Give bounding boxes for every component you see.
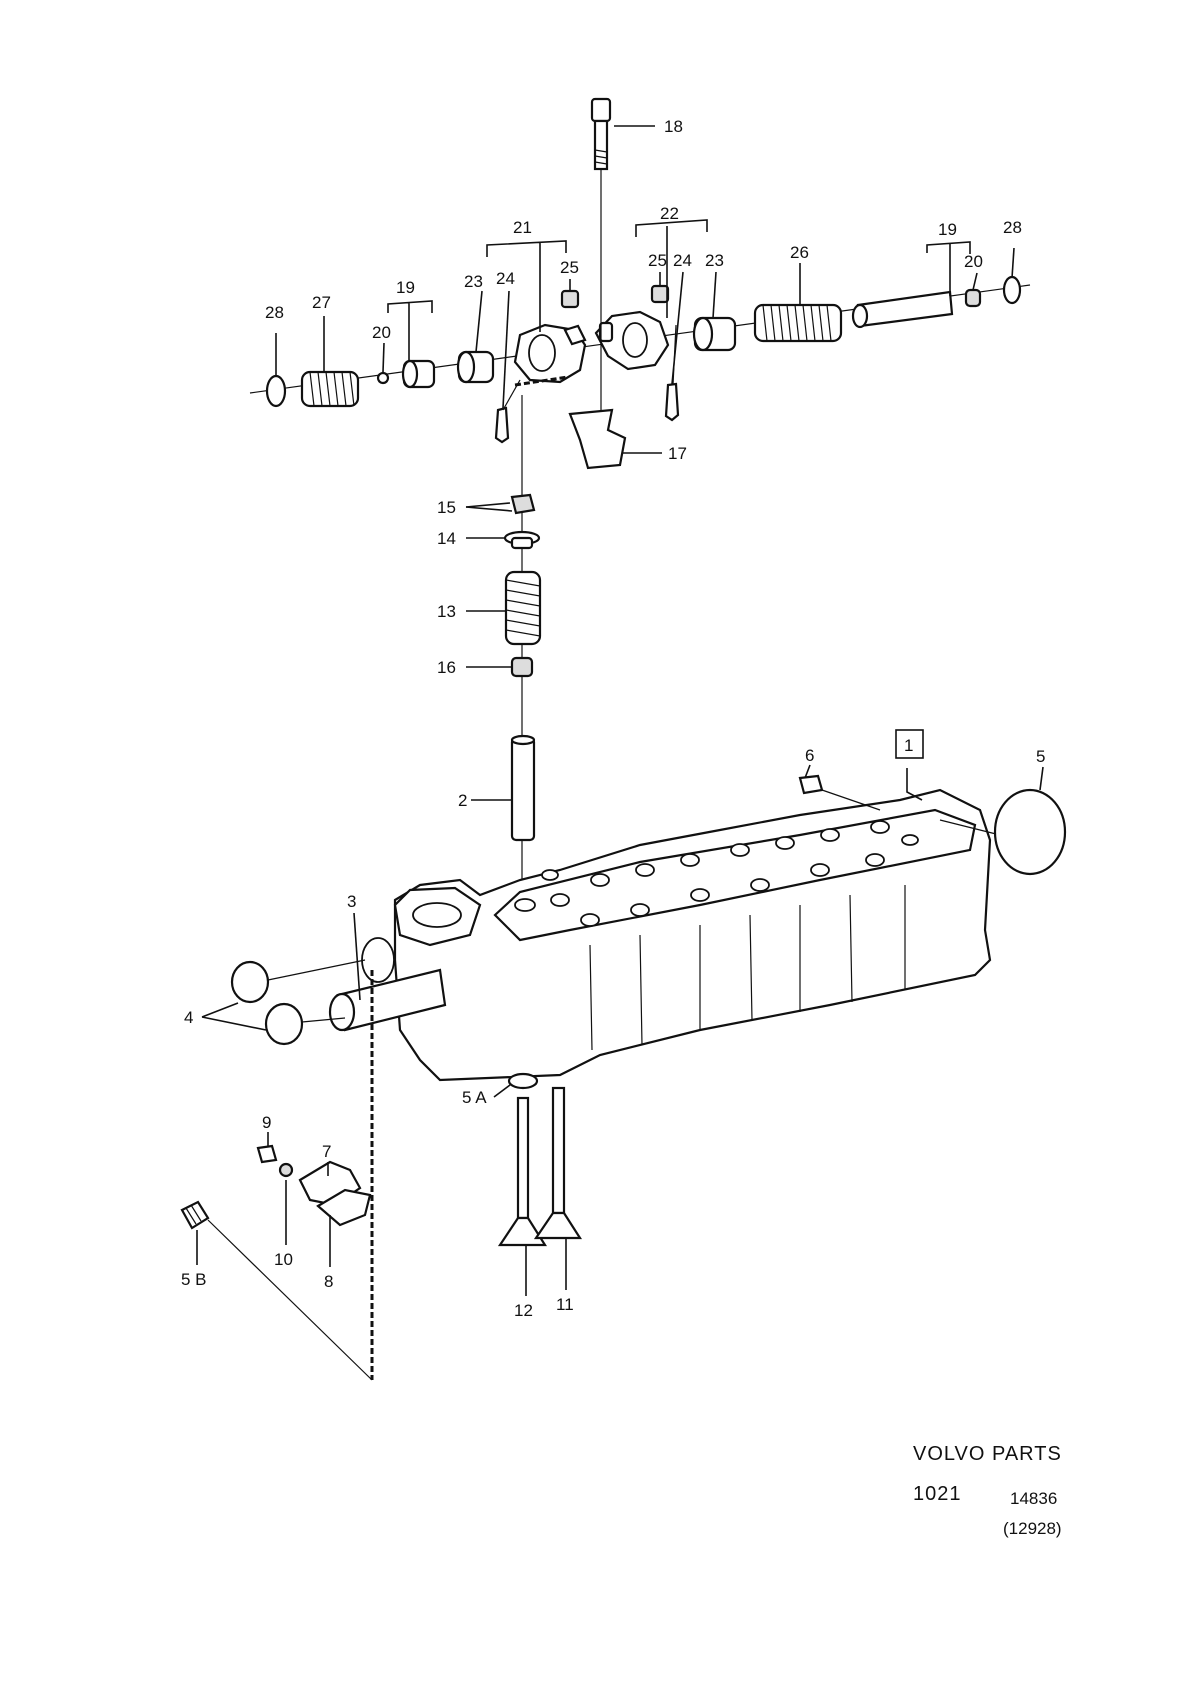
valve-seal-part-16 <box>510 656 534 678</box>
callout-17: 17 <box>668 444 687 463</box>
head-bolt-holes <box>514 820 919 927</box>
washer-part-28-left <box>265 374 287 408</box>
callout-28-left: 28 <box>265 303 284 322</box>
valve-part-11 <box>533 1086 583 1240</box>
callout-labels: 18 21 22 19 28 25 25 24 23 26 20 28 27 1… <box>181 117 1045 1320</box>
footer-block: VOLVO PARTS 1021 14836 (12928) <box>913 1443 1062 1538</box>
callout-20-right: 20 <box>964 252 983 271</box>
callout-1: 1 <box>904 736 913 755</box>
collets-part-15 <box>510 493 536 515</box>
callout-6: 6 <box>805 746 814 765</box>
cylinder-head-part-1 <box>328 788 1001 1082</box>
callout-5A: 5 A <box>462 1088 487 1107</box>
callout-19-left: 19 <box>396 278 415 297</box>
callout-3: 3 <box>347 892 356 911</box>
spacer-part-20-left <box>376 371 390 385</box>
washer-part-28-right <box>1002 275 1022 305</box>
bushing-part-23-right <box>692 316 737 352</box>
footer-group: 1021 <box>913 1483 962 1505</box>
callout-5B: 5 B <box>181 1270 207 1289</box>
callout-24-right: 24 <box>673 251 692 270</box>
callout-16: 16 <box>437 658 456 677</box>
water-outlet-part-3 <box>328 937 447 1032</box>
footer-brand: VOLVO PARTS <box>913 1443 1062 1465</box>
bushing-part-23-left <box>456 350 495 384</box>
callout-11: 11 <box>556 1295 574 1314</box>
threaded-plug-part-5B <box>180 1200 210 1230</box>
callout-26: 26 <box>790 243 809 262</box>
core-plug-part-5 <box>993 788 1067 876</box>
spacer-part-20-right <box>964 288 982 308</box>
core-plug-part-4-lower <box>264 1002 304 1046</box>
rocker-support-part-17 <box>568 408 627 470</box>
nut-part-25-left <box>560 289 580 309</box>
spring-part-26 <box>753 303 843 343</box>
callout-24-left: 24 <box>496 269 515 288</box>
seal-ring-part-5A <box>507 1072 539 1090</box>
callout-19-right: 19 <box>938 220 957 239</box>
rocker-shaft-assembly <box>249 97 1031 470</box>
washer-part-10 <box>278 1162 294 1178</box>
dowel-part-6 <box>798 774 824 795</box>
callout-14: 14 <box>437 529 456 548</box>
rocker-arm-part-22 <box>594 310 670 371</box>
assembly-box-1 <box>895 729 924 759</box>
callout-4: 4 <box>184 1008 193 1027</box>
callout-12: 12 <box>514 1301 533 1320</box>
callout-7: 7 <box>322 1142 331 1161</box>
callout-21: 21 <box>513 218 532 237</box>
callout-27: 27 <box>312 293 331 312</box>
callout-9: 9 <box>262 1113 271 1132</box>
bolt-part-18 <box>590 97 612 420</box>
callout-10: 10 <box>274 1250 293 1269</box>
nut-part-25-right <box>650 284 670 304</box>
callout-15: 15 <box>437 498 456 517</box>
screw-part-9 <box>256 1144 278 1164</box>
thermostat-housing <box>393 886 482 947</box>
leader-lines <box>196 125 1044 1296</box>
spring-retainer-part-14 <box>503 530 541 550</box>
shaft-sleeve-part-19-left <box>401 359 436 389</box>
callout-13: 13 <box>437 602 456 621</box>
callout-23-right: 23 <box>705 251 724 270</box>
callout-18: 18 <box>664 117 683 136</box>
callout-20-left: 20 <box>372 323 391 342</box>
callout-23-left: 23 <box>464 272 483 291</box>
callout-5: 5 <box>1036 747 1045 766</box>
footer-number: 14836 <box>1010 1489 1057 1508</box>
gasket-part-8 <box>316 1188 372 1227</box>
valve-part-12 <box>497 1096 547 1247</box>
adjust-screw-part-24-right <box>664 324 680 422</box>
callout-25-left: 25 <box>560 258 579 277</box>
rocker-arm-part-21 <box>513 323 587 387</box>
callout-8: 8 <box>324 1272 333 1291</box>
core-plug-part-4-upper <box>230 960 270 1004</box>
footer-ref: (12928) <box>1003 1519 1062 1538</box>
valve-spring-part-13 <box>504 570 542 646</box>
callout-22: 22 <box>660 204 679 223</box>
callout-28-right: 28 <box>1003 218 1022 237</box>
callout-25-right: 25 <box>648 251 667 270</box>
valve-guide-part-2 <box>510 734 536 842</box>
callout-2: 2 <box>458 791 467 810</box>
shaft-sleeve-part-19-right <box>851 290 954 329</box>
spring-part-27 <box>300 370 360 408</box>
adjust-screw-part-24-left <box>494 379 521 444</box>
valve-train <box>503 395 542 900</box>
